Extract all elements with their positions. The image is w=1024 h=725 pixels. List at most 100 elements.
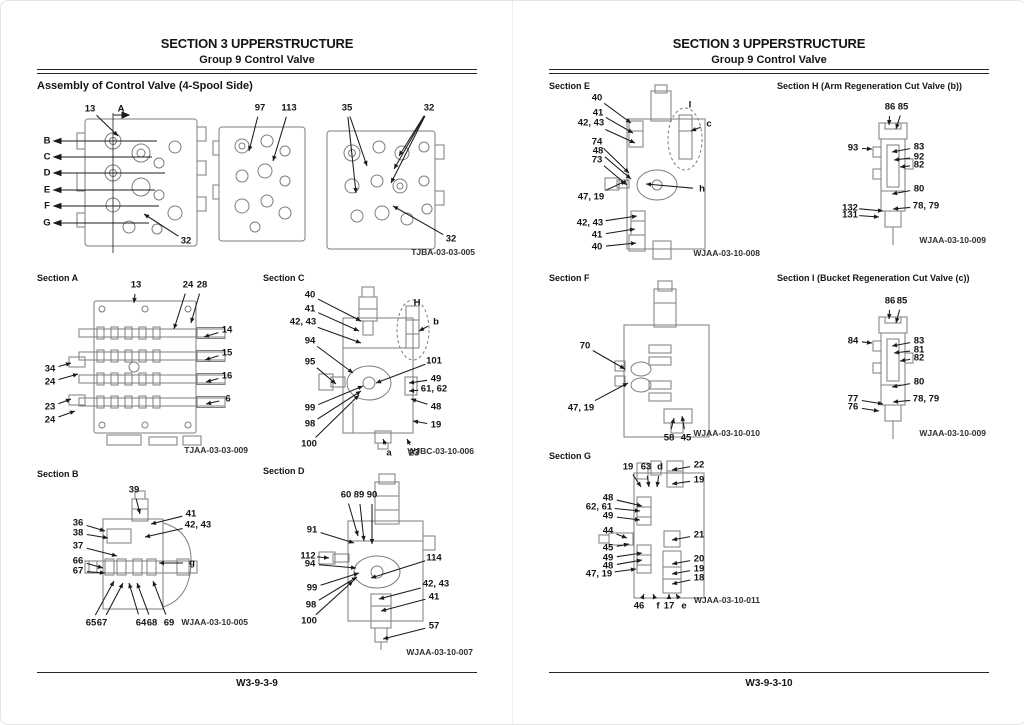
- callout-73: 73: [591, 154, 603, 166]
- section-a-drawing: [37, 273, 252, 461]
- callout-40: 40: [304, 289, 316, 301]
- callout-6: 6: [225, 393, 231, 405]
- figure-code: TJBA-03-03-005: [411, 247, 475, 257]
- callout-17: 17: [663, 600, 675, 612]
- figure-section-h: Section H (Arm Regeneration Cut Valve (b…: [777, 81, 992, 253]
- page-left: SECTION 3 UPPERSTRUCTURE Group 9 Control…: [1, 1, 513, 724]
- callout-24: 24: [44, 376, 56, 388]
- callout-b: b: [433, 316, 439, 328]
- callout-41: 41: [591, 229, 603, 241]
- callout-100: 100: [301, 438, 317, 450]
- section-f-label: Section F: [549, 273, 590, 283]
- callout-81: 81: [913, 344, 925, 356]
- callout-40: 40: [591, 92, 603, 104]
- callout-45: 45: [602, 542, 614, 554]
- section-b-drawing: [37, 469, 252, 634]
- callout-a: a: [386, 447, 392, 459]
- callout-23: 23: [408, 447, 420, 459]
- callout-h: H: [413, 297, 421, 309]
- header-rule: [549, 69, 989, 74]
- figure-code: WJAA-03-10-005: [181, 617, 248, 627]
- callout-80: 80: [913, 376, 925, 388]
- figure-code: WJAA-03-10-009: [919, 235, 986, 245]
- callout-34: 34: [44, 363, 56, 375]
- callout-84: 84: [847, 335, 859, 347]
- callout-58: 58: [663, 432, 675, 444]
- figure-code: TJAA-03-03-009: [184, 445, 248, 455]
- figure-code: WJAA-03-10-007: [406, 647, 473, 657]
- callout-19: 19: [693, 474, 705, 486]
- callout-41: 41: [428, 591, 440, 603]
- section-f-drawing: [549, 273, 764, 448]
- callout-101: 101: [426, 355, 442, 367]
- section-c-label: Section C: [263, 273, 305, 283]
- section-view-lines: [54, 112, 165, 253]
- callout-47-19: 47, 19: [585, 568, 613, 580]
- callout-19: 19: [622, 461, 634, 473]
- callout-91: 91: [306, 524, 318, 536]
- callout-82: 82: [913, 352, 925, 364]
- callout-113: 113: [281, 102, 297, 114]
- callout-g: G: [43, 217, 51, 229]
- callout-49: 49: [430, 373, 442, 385]
- callout-132: 132: [842, 202, 858, 214]
- page-subtitle: Group 9 Control Valve: [199, 54, 315, 66]
- callout-83: 83: [913, 335, 925, 347]
- callout-h: h: [699, 183, 705, 195]
- callout-i: I: [688, 99, 692, 111]
- assembly-heading: Assembly of Control Valve (4-Spool Side): [37, 80, 253, 92]
- callout-65: 65: [85, 617, 97, 629]
- callout-23: 23: [44, 401, 56, 413]
- section-g-label: Section G: [549, 451, 592, 461]
- callout-d: D: [43, 167, 51, 179]
- callout-83: 83: [913, 141, 925, 153]
- callout-32: 32: [445, 233, 457, 245]
- callout-63: 63: [640, 461, 652, 473]
- callout-85: 85: [897, 101, 909, 113]
- callout-49: 49: [602, 510, 614, 522]
- callout-42-43: 42, 43: [289, 316, 317, 328]
- callout-74: 74: [591, 136, 603, 148]
- callout-13: 13: [130, 279, 142, 291]
- callout-48: 48: [602, 560, 614, 572]
- section-d-label: Section D: [263, 466, 305, 476]
- footer-rule: [37, 672, 477, 673]
- callout-39: 39: [128, 484, 140, 496]
- callout-22: 22: [693, 459, 705, 471]
- header-rule: [37, 69, 477, 74]
- callout-15: 15: [221, 347, 233, 359]
- callout-44: 44: [602, 525, 614, 537]
- section-c-drawing: [263, 273, 478, 468]
- callout-24: 24: [44, 414, 56, 426]
- callout-35: 35: [341, 102, 353, 114]
- callout-46: 46: [633, 600, 645, 612]
- page-divider: [512, 1, 513, 724]
- callout-48: 48: [592, 145, 604, 157]
- callout-c: C: [43, 151, 51, 163]
- callout-94: 94: [304, 558, 316, 570]
- page-title: SECTION 3 UPPERSTRUCTURE: [672, 36, 866, 51]
- callout-95: 95: [304, 356, 316, 368]
- callout-86: 86: [884, 295, 896, 307]
- callout-78-79: 78, 79: [912, 393, 940, 405]
- section-h-label: Section H (Arm Regeneration Cut Valve (b…: [777, 81, 963, 91]
- section-g-drawing: [549, 451, 764, 616]
- callout-41: 41: [185, 508, 197, 520]
- figure-code: WJAA-03-10-008: [693, 248, 760, 258]
- callout-76: 76: [847, 401, 859, 413]
- callout-19: 19: [430, 419, 442, 431]
- callout-97: 97: [254, 102, 266, 114]
- callout-41: 41: [592, 107, 604, 119]
- callout-b: B: [43, 135, 51, 147]
- callout-78-79: 78, 79: [912, 200, 940, 212]
- callout-64: 64: [135, 617, 147, 629]
- callout-32: 32: [423, 102, 435, 114]
- callout-98: 98: [304, 418, 316, 430]
- callout-89: 89: [353, 489, 365, 501]
- callout-68: 68: [146, 617, 158, 629]
